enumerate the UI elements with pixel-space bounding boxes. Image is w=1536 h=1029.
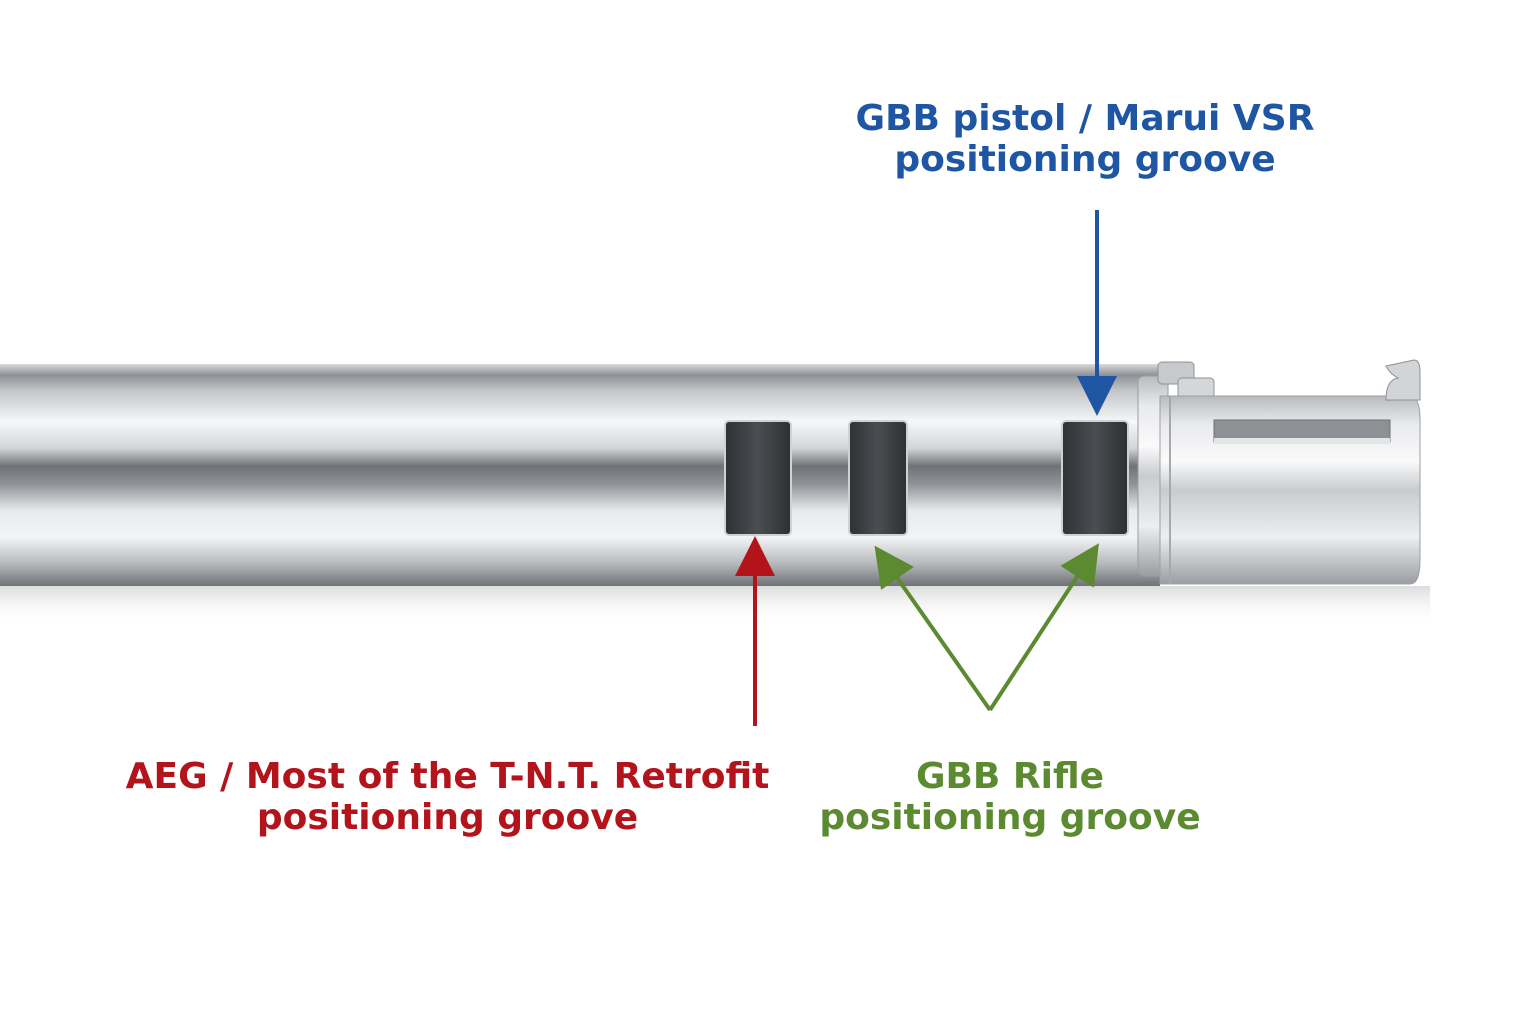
label-gbb-pistol: GBB pistol / Marui VSR positioning groov… — [840, 98, 1330, 180]
label-aeg: AEG / Most of the T-N.T. Retrofit positi… — [100, 756, 795, 838]
arrow-gbb-rifle-left — [874, 545, 992, 712]
label-gbb-rifle: GBB Rifle positioning groove — [800, 756, 1220, 838]
groove-gbb-rifle — [848, 420, 908, 536]
label-gbb-pistol-line2: positioning groove — [894, 139, 1276, 180]
barrel-head-nub — [1385, 359, 1421, 401]
label-gbb-rifle-line2: positioning groove — [819, 797, 1201, 838]
barrel-tube — [0, 364, 1160, 586]
label-gbb-pistol-line1: GBB pistol / Marui VSR — [855, 98, 1315, 139]
label-aeg-line2: positioning groove — [256, 797, 639, 838]
groove-aeg — [724, 420, 792, 536]
arrow-gbb-rifle-right — [988, 543, 1099, 712]
barrel-shadow — [0, 586, 1430, 626]
groove-gbb-pistol — [1061, 420, 1129, 536]
label-aeg-line1: AEG / Most of the T-N.T. Retrofit — [125, 756, 770, 797]
hop-up-window-lip — [1214, 438, 1390, 444]
label-gbb-rifle-line1: GBB Rifle — [915, 756, 1105, 797]
